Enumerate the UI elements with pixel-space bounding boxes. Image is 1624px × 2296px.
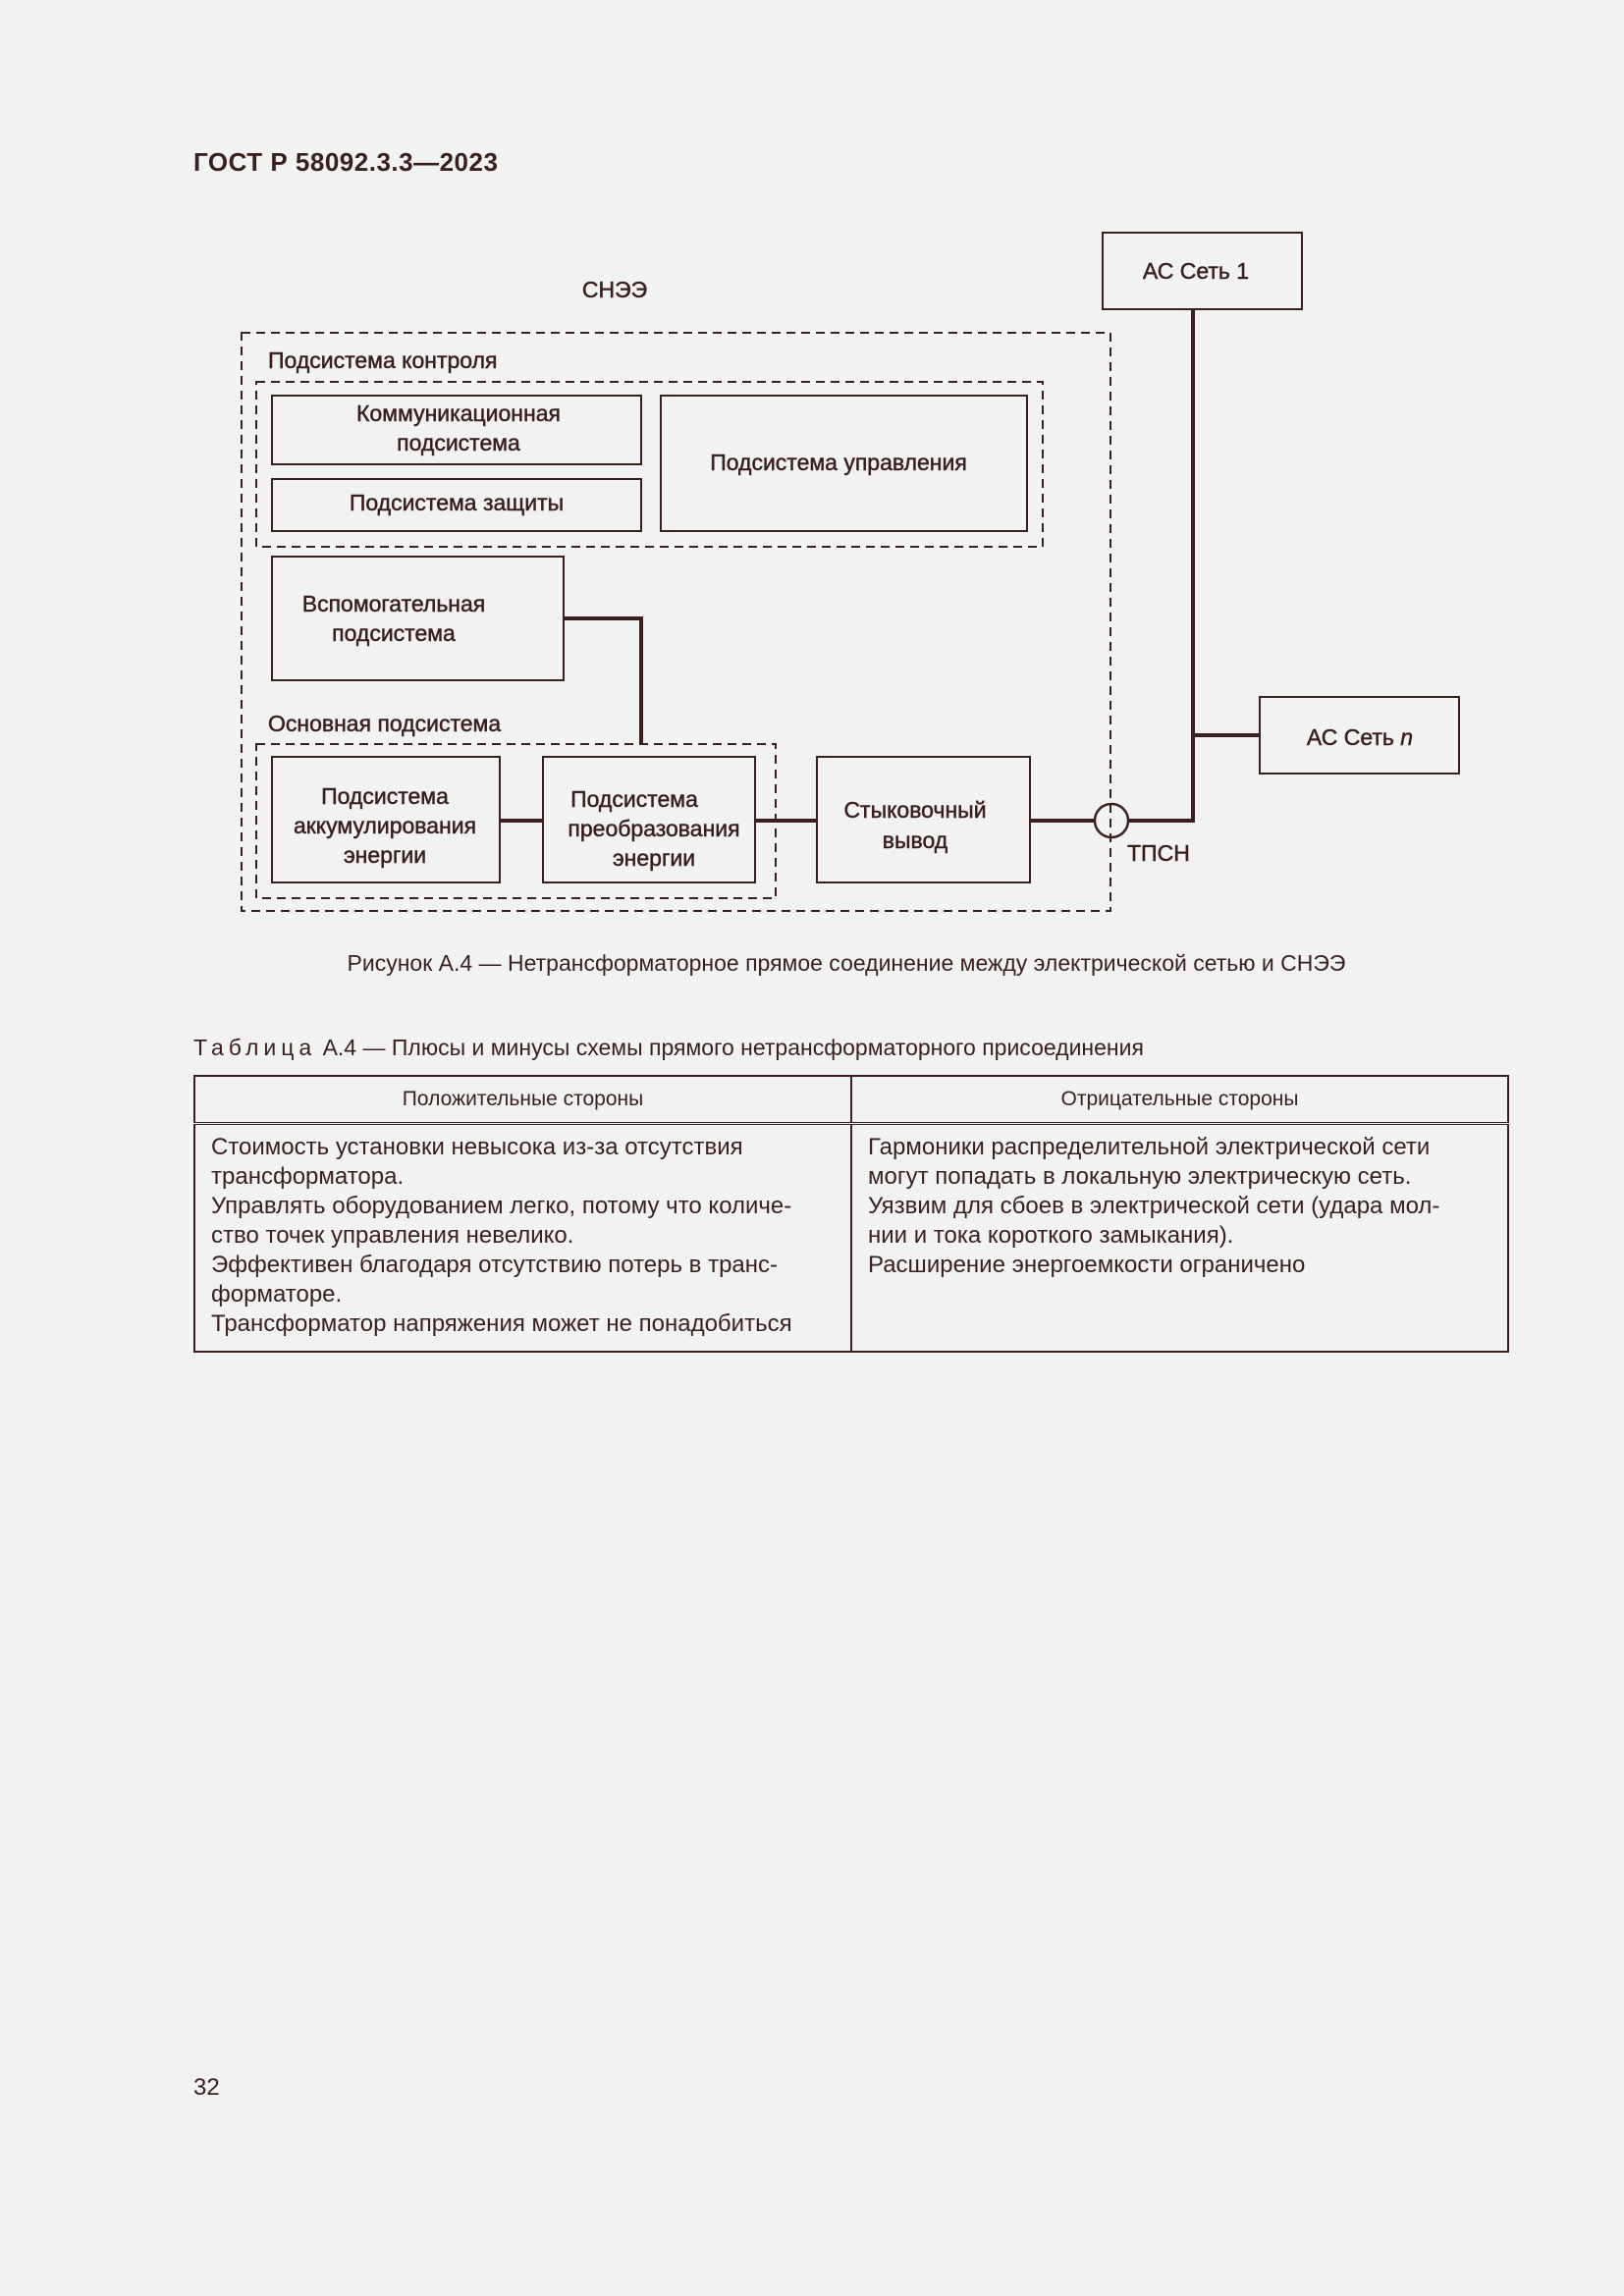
table-row: Стоимость установки невысока из-за отсут… [193,1122,1509,1353]
positive-line: форматоре. [211,1281,343,1308]
comm-subsystem-box [271,395,642,465]
page-number: 32 [193,2074,220,2101]
storage-subsystem-label-2: аккумулирования [294,813,476,838]
negative-cell: Гармоники распределительной электрическо… [850,1122,1509,1353]
positive-line: Трансформатор напряжения может не понадо… [211,1310,792,1337]
storage-subsystem-label-3: энергии [344,842,426,868]
grid-1-label: АС Сеть 1 [1143,258,1249,284]
positive-line: Управлять оборудованием легко, потому чт… [211,1193,792,1219]
control-group-label: Подсистема контроля [268,347,497,373]
protection-subsystem-label: Подсистема защиты [350,490,564,515]
table-header-row: Положительные стороны Отрицательные стор… [193,1075,1509,1125]
protection-subsystem-box [271,478,642,532]
table-title-prefix: Таблица [193,1035,317,1060]
negative-line: могут попадать в локальную электрическую… [868,1163,1412,1190]
pcc-label: ТПСН [1127,840,1190,866]
grid-n-label: АС Сеть n [1307,724,1413,750]
docking-terminal-label-2: вывод [883,828,948,853]
main-group-label: Основная подсистема [268,711,501,736]
table-title: Таблица А.4 — Плюсы и минусы схемы прямо… [193,1035,1144,1061]
aux-to-main-line [564,616,643,744]
conversion-subsystem-label-2: преобразования [568,816,739,841]
positive-line: ство точек управления невелико. [211,1222,574,1249]
positive-cell: Стоимость установки невысока из-за отсут… [193,1122,852,1353]
negative-line: Уязвим для сбоев в электрической сети (у… [868,1193,1440,1219]
management-subsystem-box [660,395,1028,532]
management-subsystem-label: Подсистема управления [710,450,967,475]
table-title-rest: А.4 — Плюсы и минусы схемы прямого нетра… [316,1035,1144,1060]
docking-terminal-label-1: Стыковочный [843,797,986,823]
positive-line: трансформатора. [211,1163,405,1190]
conversion-subsystem-label-3: энергии [613,845,695,871]
conversion-subsystem-label-1: Подсистема [570,786,698,812]
document-header: ГОСТ Р 58092.3.3—2023 [193,147,499,177]
control-group-boundary [255,381,1044,548]
auxiliary-subsystem-box [271,556,565,681]
negative-line: Расширение энергоемкости ограничено [868,1252,1306,1278]
connection-diagram: СНЭЭ Подсистема контроля Коммуникационна… [241,232,1460,912]
storage-subsystem-label-1: Подсистема [321,783,449,809]
grid-1-box [1102,232,1303,310]
figure-caption: Рисунок А.4 — Нетрансформаторное прямое … [347,950,1346,976]
negative-column-header: Отрицательные стороны [850,1075,1509,1125]
system-boundary [241,332,1111,912]
comm-subsystem-label-2: подсистема [397,430,520,455]
auxiliary-subsystem-label-2: подсистема [332,620,456,646]
auxiliary-subsystem-label-1: Вспомогательная [302,591,486,616]
negative-line: нии и тока короткого замыкания). [868,1222,1234,1249]
pros-cons-table: Положительные стороны Отрицательные стор… [193,1075,1509,1353]
pcc-to-grid-line [1128,309,1195,823]
positive-line: Эффективен благодаря отсутствию потерь в… [211,1252,779,1278]
grid-n-suffix: n [1400,724,1413,750]
comm-subsystem-label-1: Коммуникационная [356,400,561,426]
system-label: СНЭЭ [582,277,647,302]
positive-line: Стоимость установки невысока из-за отсут… [211,1134,743,1160]
grid-n-prefix: АС Сеть [1307,724,1400,750]
negative-line: Гармоники распределительной электрическо… [868,1134,1431,1160]
positive-column-header: Положительные стороны [193,1075,852,1125]
